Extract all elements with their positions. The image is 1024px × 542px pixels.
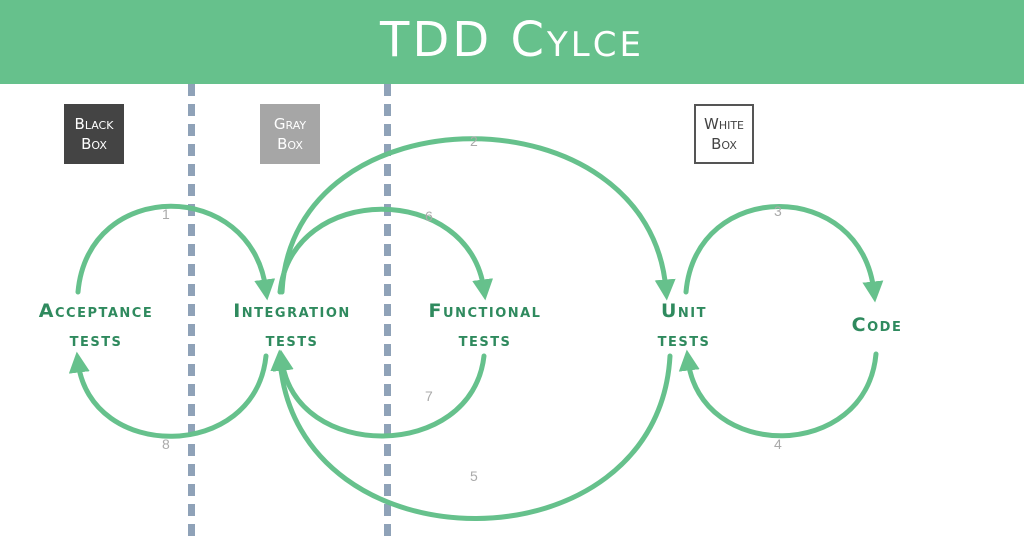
step-number-6: 6 <box>425 208 433 224</box>
arrow-5-unit-to-integration <box>270 349 673 521</box>
arrow-4-code-to-unit <box>678 349 879 439</box>
title-banner <box>0 0 1024 84</box>
gray-box-word-1: Gray <box>273 115 307 133</box>
step-number-2: 2 <box>470 133 478 149</box>
black-box-word-1: Black <box>74 115 114 133</box>
node-functional-tests: Functional tests <box>402 297 568 355</box>
arrow-3-unit-to-code <box>683 204 884 303</box>
diagram-title: TDD Cylce <box>380 12 644 68</box>
white-box-word-1: White <box>703 115 745 133</box>
unit-line-1: Unit <box>660 300 707 322</box>
step-number-4: 4 <box>774 436 782 452</box>
arrow-8-integration-to-acceptance <box>68 351 269 439</box>
node-integration-tests: Integration tests <box>206 297 378 355</box>
arrow-6-integration-to-functional <box>277 206 494 301</box>
step-number-8: 8 <box>162 436 170 452</box>
divider-gray-white <box>384 84 391 542</box>
black-box-word-2: Box <box>81 135 107 153</box>
step-number-1: 1 <box>162 206 170 222</box>
gray-box-word-2: Box <box>277 135 303 153</box>
integration-line-2: tests <box>265 329 319 351</box>
divider-black-gray <box>188 84 195 542</box>
step-number-3: 3 <box>774 203 782 219</box>
integration-line-1: Integration <box>233 300 351 322</box>
node-acceptance-tests: Acceptance tests <box>16 297 176 355</box>
node-unit-tests: Unit tests <box>624 297 744 355</box>
arrow-1-acceptance-to-integration <box>75 203 276 301</box>
unit-line-2: tests <box>657 329 711 351</box>
acceptance-line-2: tests <box>69 329 123 351</box>
step-number-5: 5 <box>470 468 478 484</box>
arrow-2-integration-to-unit <box>279 136 676 301</box>
functional-line-1: Functional <box>428 300 542 322</box>
node-code: Code <box>851 314 903 336</box>
functional-line-2: tests <box>458 329 512 351</box>
arrow-7-functional-to-integration <box>272 349 487 439</box>
white-box-word-2: Box <box>711 135 737 153</box>
step-number-7: 7 <box>425 388 433 404</box>
acceptance-line-1: Acceptance <box>38 300 154 322</box>
